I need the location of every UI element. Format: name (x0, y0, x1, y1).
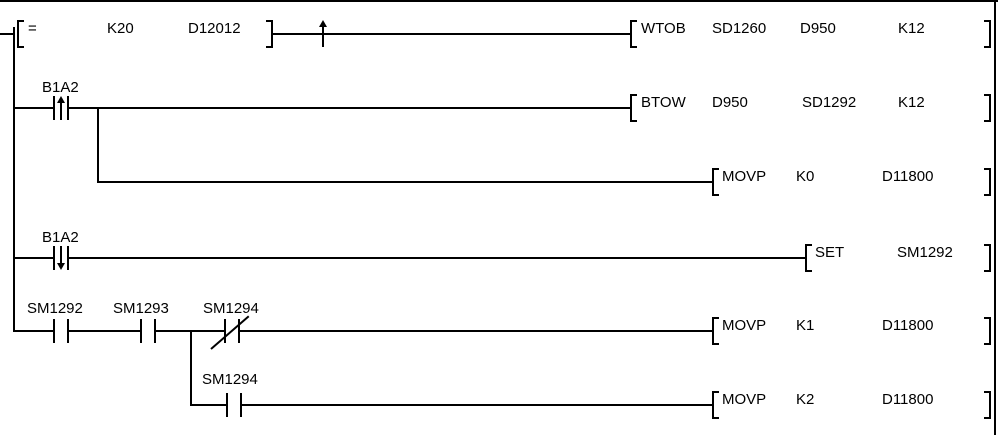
rising-edge-pulse-icon[interactable] (322, 26, 324, 47)
instruction-arg2: D11800 (882, 168, 934, 185)
contact-bar-icon (53, 246, 55, 270)
instruction-arg3: K12 (898, 94, 925, 111)
nc-contact-sm1294[interactable]: SM1294 (203, 301, 267, 353)
open-bracket-icon (630, 20, 637, 48)
instruction-movp-k0[interactable]: MOVP K0 D11800 (712, 168, 991, 196)
instruction-arg1: D950 (712, 94, 748, 111)
rung2-branch-wire (97, 107, 99, 183)
instruction-arg1: SM1292 (897, 244, 953, 261)
instruction-arg1: K1 (796, 317, 815, 334)
open-bracket-icon (630, 94, 637, 122)
instruction-name: MOVP (722, 317, 767, 334)
close-bracket-icon (984, 391, 991, 419)
instruction-name: BTOW (641, 94, 686, 111)
top-border (0, 0, 998, 2)
rising-edge-arrowhead-icon (319, 20, 327, 27)
contact-bar-icon (53, 96, 55, 120)
no-contact-sm1292[interactable]: SM1292 (27, 301, 91, 344)
instruction-btow[interactable]: BTOW D950 SD1292 K12 (630, 94, 991, 122)
no-contact-sm1294[interactable]: SM1294 (202, 372, 266, 417)
rung4-wire (13, 257, 53, 259)
rung5-wire (69, 330, 140, 332)
open-bracket-icon (712, 391, 719, 419)
contact-bar-icon (67, 319, 69, 343)
instruction-arg1: K2 (796, 391, 815, 408)
compare-instruction[interactable]: = K20 D12012 (17, 20, 273, 48)
instruction-name: MOVP (722, 168, 767, 185)
instruction-wtob[interactable]: WTOB SD1260 D950 K12 (630, 20, 991, 48)
open-bracket-icon (805, 244, 812, 272)
no-contact-sm1293[interactable]: SM1293 (113, 301, 177, 344)
rung2-wire (13, 107, 53, 109)
rung1-wire (273, 33, 632, 35)
instruction-movp-k1[interactable]: MOVP K1 D11800 (712, 317, 991, 345)
instruction-arg1: K0 (796, 168, 815, 185)
compare-arg2: D12012 (188, 20, 241, 37)
instruction-arg1: SD1260 (712, 20, 767, 37)
contact-label: B1A2 (42, 79, 79, 96)
contact-bar-icon (53, 319, 55, 343)
instruction-name: WTOB (641, 20, 686, 37)
instruction-name: SET (815, 244, 845, 261)
rung2-wire (69, 107, 630, 109)
contact-label: SM1294 (202, 371, 258, 388)
contact-bar-icon (140, 319, 142, 343)
close-bracket-icon (984, 168, 991, 196)
close-bracket-icon (984, 94, 991, 122)
rung6-wire (242, 404, 712, 406)
compare-operator: = (28, 20, 37, 37)
rung5-wire (13, 330, 53, 332)
instruction-arg2: D950 (800, 20, 836, 37)
contact-bar-icon (224, 319, 226, 343)
contact-bar-icon (67, 96, 69, 120)
rung5-branch-wire (190, 330, 192, 406)
left-power-rail (13, 27, 15, 332)
contact-bar-icon (240, 393, 242, 417)
instruction-set[interactable]: SET SM1292 (805, 244, 991, 272)
right-power-rail (994, 0, 996, 435)
close-bracket-icon (984, 317, 991, 345)
close-bracket-icon (984, 244, 991, 272)
contact-label: B1A2 (42, 229, 79, 246)
rung6-wire (192, 404, 226, 406)
instruction-name: MOVP (722, 391, 767, 408)
falling-arrowhead-icon (57, 263, 65, 270)
instruction-arg2: SD1292 (802, 94, 857, 111)
rising-arrow-icon (60, 102, 62, 120)
contact-label: SM1293 (113, 300, 169, 317)
open-bracket-icon (712, 168, 719, 196)
contact-label: SM1294 (203, 300, 259, 317)
normally-closed-slash-icon (210, 315, 250, 350)
left-stub-wire (0, 33, 15, 35)
instruction-arg3: K12 (898, 20, 925, 37)
contact-bar-icon (238, 319, 240, 343)
rising-pulse-contact-b1a2[interactable]: B1A2 (41, 80, 81, 121)
falling-pulse-contact-b1a2[interactable]: B1A2 (41, 230, 81, 271)
instruction-arg2: D11800 (882, 391, 934, 408)
rung4-wire (69, 257, 805, 259)
compare-arg1: K20 (107, 20, 134, 37)
close-bracket-icon (266, 20, 273, 48)
contact-bar-icon (226, 393, 228, 417)
close-bracket-icon (984, 20, 991, 48)
rung3-wire (97, 181, 712, 183)
falling-arrow-icon (60, 246, 62, 264)
contact-bar-icon (154, 319, 156, 343)
rung5-wire (240, 330, 712, 332)
instruction-arg2: D11800 (882, 317, 934, 334)
contact-bar-icon (67, 246, 69, 270)
open-bracket-icon (17, 20, 24, 48)
open-bracket-icon (712, 317, 719, 345)
rising-arrowhead-icon (57, 96, 65, 103)
contact-label: SM1292 (27, 300, 83, 317)
instruction-movp-k2[interactable]: MOVP K2 D11800 (712, 391, 991, 419)
